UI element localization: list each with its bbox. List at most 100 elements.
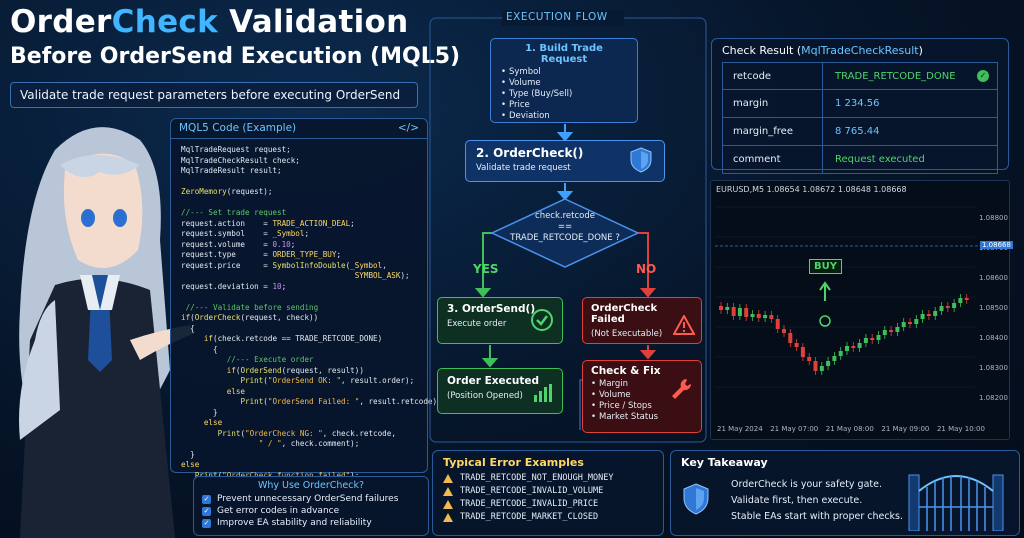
candle-body — [933, 311, 938, 316]
time-tick: 21 May 09:00 — [881, 425, 930, 433]
price-axis: 1.08800 1.08700 1.08600 1.08500 1.08400 … — [979, 203, 1008, 413]
warning-icon — [673, 315, 695, 335]
list-item: TRADE_RETCODE_INVALID_PRICE — [443, 499, 653, 509]
candle-body — [794, 343, 799, 347]
page-title-line2: Before OrderSend Execution (MQL5) — [10, 44, 461, 69]
list-item: Deviation — [501, 111, 627, 122]
buy-signal: BUY — [809, 259, 842, 274]
list-item: TRADE_RETCODE_MARKET_CLOSED — [443, 512, 653, 522]
candle-body — [908, 322, 912, 324]
candle-body — [926, 314, 931, 316]
candle-body — [901, 322, 906, 327]
warning-icon — [443, 499, 453, 509]
check-and-fix: Check & Fix Margin Volume Price / Stops … — [582, 360, 702, 433]
list-item: Price — [501, 100, 627, 111]
price-tick: 1.08300 — [979, 364, 1008, 372]
list-item: Volume — [501, 78, 627, 89]
gate-icon — [908, 474, 1004, 531]
checkbox-icon: ✓ — [202, 506, 211, 516]
candle-body — [819, 366, 824, 371]
checkbox-icon: ✓ — [202, 494, 211, 504]
why-title: Why Use OrderCheck? — [257, 480, 365, 491]
list-item: TRADE_RETCODE_INVALID_VOLUME — [443, 486, 653, 496]
checkbox-icon: ✓ — [202, 518, 211, 528]
takeaway-line: Stable EAs start with proper checks. — [731, 511, 904, 522]
error-examples-panel: Typical Error Examples TRADE_RETCODE_NOT… — [432, 450, 664, 536]
key-takeaway-panel: Key Takeaway OrderCheck is your safety g… — [670, 450, 1020, 536]
check-result-panel: Check Result (MqlTradeCheckResult) retco… — [711, 38, 1009, 174]
ordercheck-failed: OrderCheck Failed (Not Executable) — [582, 297, 702, 344]
list-item: TRADE_RETCODE_NOT_ENOUGH_MONEY — [443, 473, 653, 483]
time-tick: 21 May 2024 — [717, 425, 763, 433]
candle-body — [964, 298, 969, 300]
candle-body — [958, 298, 963, 303]
candle-body — [769, 315, 774, 319]
why-panel: Why Use OrderCheck? ✓Prevent unnecessary… — [193, 476, 429, 536]
chart-header: EURUSD,M5 1.08654 1.08672 1.08648 1.0866… — [716, 185, 907, 194]
candle-body — [870, 338, 875, 340]
candle-body — [800, 347, 805, 357]
code-panel-title: MQL5 Code (Example) — [179, 122, 297, 134]
list-item: ✓Prevent unnecessary OrderSend failures — [202, 494, 399, 504]
bar-chart-icon — [534, 384, 552, 402]
candlestick-plot — [715, 206, 979, 388]
page-title: OrderCheck Validation — [10, 4, 409, 40]
yes-label: YES — [473, 262, 499, 276]
list-item: Price / Stops — [591, 401, 693, 412]
page-subtitle: Validate trade request parameters before… — [10, 82, 418, 108]
step-build-request: 1. Build Trade Request Symbol Volume Typ… — [490, 38, 638, 123]
shield-icon — [630, 147, 652, 173]
code-panel: MQL5 Code (Example)</> MqlTradeRequest r… — [170, 118, 442, 480]
candle-body — [737, 308, 742, 316]
list-item: ✓Improve EA stability and reliability — [202, 518, 372, 528]
no-label: NO — [636, 262, 657, 276]
step-ordersend: 3. OrderSend() Execute order — [437, 297, 563, 344]
list-item: Market Status — [591, 412, 693, 423]
candle-body — [807, 357, 812, 361]
check-result-title: Check Result (MqlTradeCheckResult) — [722, 44, 923, 57]
price-tick: 1.08800 — [979, 214, 1008, 222]
warning-icon — [443, 486, 453, 496]
list-item: Volume — [591, 390, 693, 401]
candle-body — [731, 307, 736, 316]
candle-body — [813, 361, 818, 371]
candle-body — [744, 308, 749, 317]
price-tick: 1.08200 — [979, 394, 1008, 402]
price-tick: 1.08500 — [979, 304, 1008, 312]
order-executed: Order Executed (Position Opened) — [437, 368, 563, 414]
check-badge-icon: ✓ — [977, 70, 989, 82]
candle-body — [876, 335, 881, 340]
check-circle-icon — [531, 309, 553, 331]
time-tick: 21 May 10:00 — [936, 425, 985, 433]
candle-body — [725, 307, 730, 310]
current-price-label: 1.08668 — [980, 241, 1013, 249]
price-chart: EURUSD,M5 1.08654 1.08672 1.08648 1.0866… — [710, 180, 1013, 440]
time-tick: 21 May 07:00 — [770, 425, 819, 433]
candle-body — [939, 306, 944, 311]
shield-icon — [683, 483, 709, 515]
candle-body — [845, 346, 849, 351]
candle-body — [889, 330, 894, 332]
list-item: ✓Get error codes in advance — [202, 506, 340, 516]
list-item: Symbol — [501, 67, 627, 78]
candle-body — [826, 361, 831, 366]
candle-body — [857, 343, 862, 348]
candle-body — [832, 356, 837, 361]
decision-node: check.retcode == TRADE_RETCODE_DONE ? — [510, 211, 620, 243]
candle-body — [756, 314, 761, 318]
takeaway-line: Validate first, then execute. — [731, 495, 863, 506]
candle-body — [914, 319, 919, 324]
candle-body — [788, 333, 793, 343]
candle-body — [952, 303, 957, 308]
takeaway-title: Key Takeaway — [681, 456, 768, 469]
candle-body — [838, 351, 843, 356]
list-item: Margin — [591, 379, 693, 390]
candle-body — [782, 329, 786, 333]
candle-body — [945, 306, 950, 308]
list-item: Type (Buy/Sell) — [501, 89, 627, 100]
time-axis: 21 May 2024 21 May 07:00 21 May 08:00 21… — [717, 425, 985, 433]
candle-body — [775, 319, 780, 329]
